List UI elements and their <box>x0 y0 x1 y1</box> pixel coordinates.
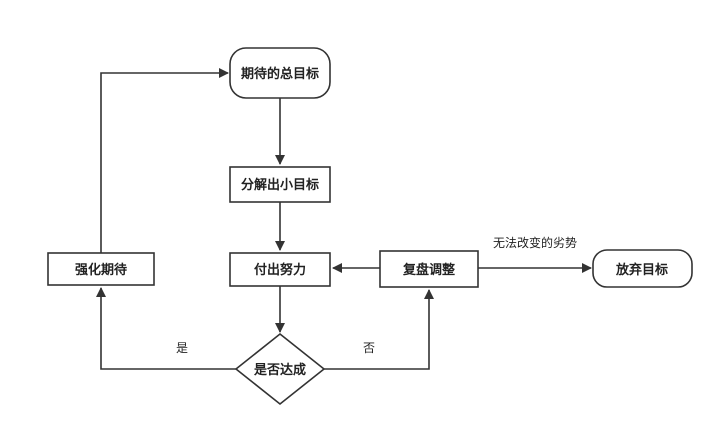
node-decompose: 分解出小目标 <box>229 166 331 203</box>
node-strengthen-label: 强化期待 <box>75 262 127 278</box>
node-achieved-decision: 是否达成 <box>234 332 326 406</box>
node-review-label: 复盘调整 <box>402 262 456 278</box>
node-giveup-label: 放弃目标 <box>615 262 668 278</box>
node-effort-label: 付出努力 <box>254 262 306 278</box>
node-goal: 期待的总目标 <box>229 47 331 99</box>
node-review: 复盘调整 <box>379 250 479 288</box>
edge-label-disadvantage: 无法改变的劣势 <box>493 235 577 250</box>
edge-decision-yes-to-strengthen <box>96 287 236 370</box>
node-strengthen: 强化期待 <box>47 252 155 286</box>
node-achieved-label: 是否达成 <box>253 362 306 378</box>
node-effort: 付出努力 <box>229 252 331 287</box>
node-goal-label: 期待的总目标 <box>241 66 319 82</box>
node-decompose-label: 分解出小目标 <box>241 177 319 193</box>
edge-decision-no-to-review <box>324 289 434 370</box>
node-giveup: 放弃目标 <box>592 249 693 288</box>
edge-strengthen-to-goal <box>100 68 229 253</box>
edge-label-yes: 是 <box>176 341 188 355</box>
edge-label-no: 否 <box>363 341 375 355</box>
